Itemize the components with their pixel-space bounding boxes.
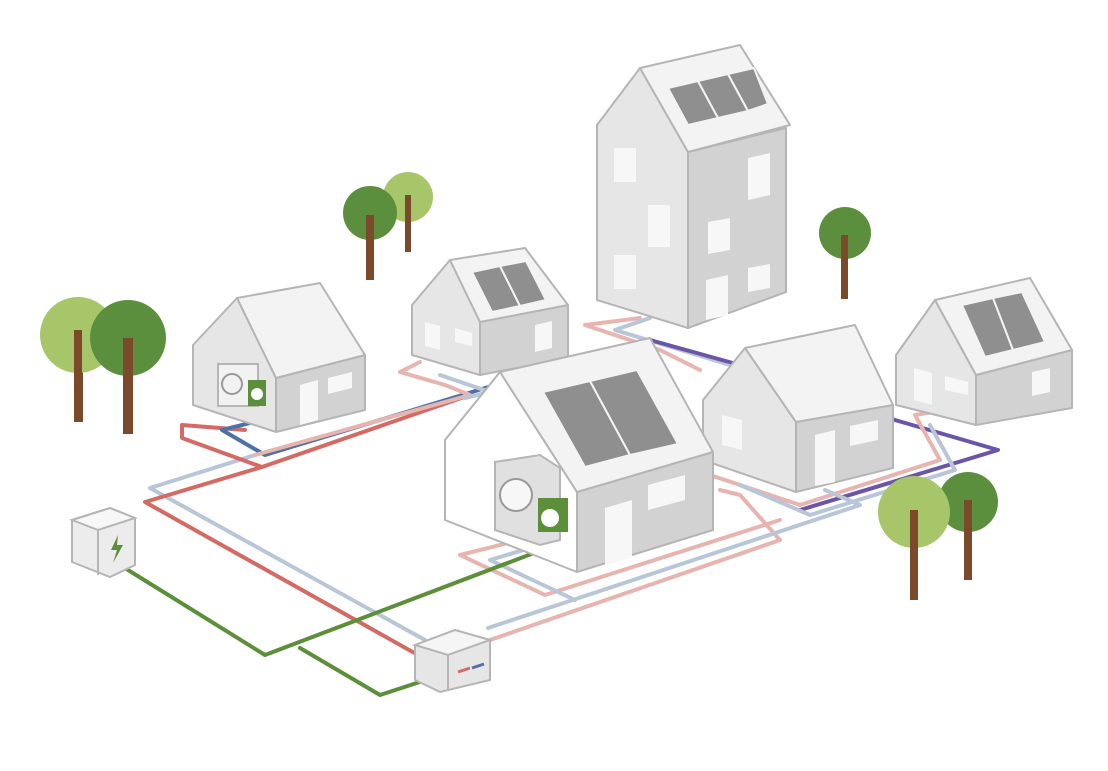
window	[708, 218, 730, 254]
door	[300, 380, 318, 425]
window	[648, 475, 685, 510]
window	[945, 376, 968, 395]
lightning-icon	[111, 535, 123, 563]
solar-panel	[588, 368, 680, 457]
tree-trunk	[841, 235, 848, 299]
tree-trunk	[366, 215, 374, 280]
pipe-to-tall-building	[583, 316, 702, 372]
shape	[687, 127, 787, 329]
window	[328, 372, 352, 394]
window	[614, 255, 636, 289]
solar-panels	[666, 66, 770, 127]
tree-trunk	[74, 330, 82, 422]
shape	[726, 66, 770, 113]
power-supply-box	[68, 506, 138, 579]
window	[614, 148, 636, 182]
heat-substation-box	[411, 628, 494, 694]
door	[914, 368, 932, 405]
shape	[236, 282, 366, 379]
supply-connector	[457, 666, 471, 674]
tree-trunk	[910, 510, 918, 600]
fan-icon	[499, 478, 533, 512]
return-connector	[471, 662, 485, 670]
pipe-center-house	[458, 518, 782, 597]
fan-icon	[221, 373, 243, 395]
tall-building	[596, 44, 791, 329]
shape	[411, 628, 494, 657]
tree-group-top	[343, 172, 433, 280]
solar-panel	[991, 290, 1047, 352]
window	[748, 153, 770, 200]
tree-group-left	[40, 297, 166, 434]
pipe-right-houses-return	[738, 423, 957, 517]
tree-dark	[343, 186, 397, 240]
gauge-icon	[251, 388, 263, 400]
door	[706, 275, 728, 320]
tree-trunk	[123, 338, 133, 434]
window	[722, 415, 742, 450]
door	[815, 430, 835, 486]
house-far-right	[895, 277, 1073, 426]
supply-pipe-lower	[488, 488, 782, 642]
shape	[68, 506, 138, 532]
tree-dark	[819, 207, 871, 259]
tree-group-right	[878, 472, 998, 600]
window	[850, 420, 878, 446]
heat-pump-unit	[217, 363, 266, 407]
house-center-heat-pump	[444, 337, 714, 573]
return-pipe-lower	[486, 488, 862, 630]
shape	[744, 324, 894, 423]
house-top-middle	[411, 247, 569, 376]
return-pipe-main	[148, 453, 427, 642]
window	[1032, 368, 1050, 396]
pipe-right-houses	[708, 408, 947, 507]
window	[748, 264, 770, 292]
window	[648, 205, 670, 247]
gauge-icon	[541, 509, 559, 527]
supply-pipe-left-house	[180, 393, 472, 469]
loop-pipe-purple	[648, 338, 1000, 512]
house-left-heat-pump	[192, 282, 366, 433]
tree-trunk	[405, 195, 411, 252]
pipe-to-top-house	[253, 360, 472, 457]
solar-panel	[498, 259, 548, 308]
window	[455, 328, 472, 346]
supply-pipe-main	[143, 465, 420, 657]
house-right-middle	[702, 324, 894, 493]
pipe-network	[118, 316, 1000, 697]
tree-right-top	[819, 207, 871, 299]
tree-trunk	[964, 500, 972, 580]
door	[605, 500, 632, 565]
door	[425, 322, 440, 350]
heat-pump-unit-large	[494, 453, 568, 547]
electric-line-substation	[298, 646, 434, 697]
window	[535, 321, 552, 352]
